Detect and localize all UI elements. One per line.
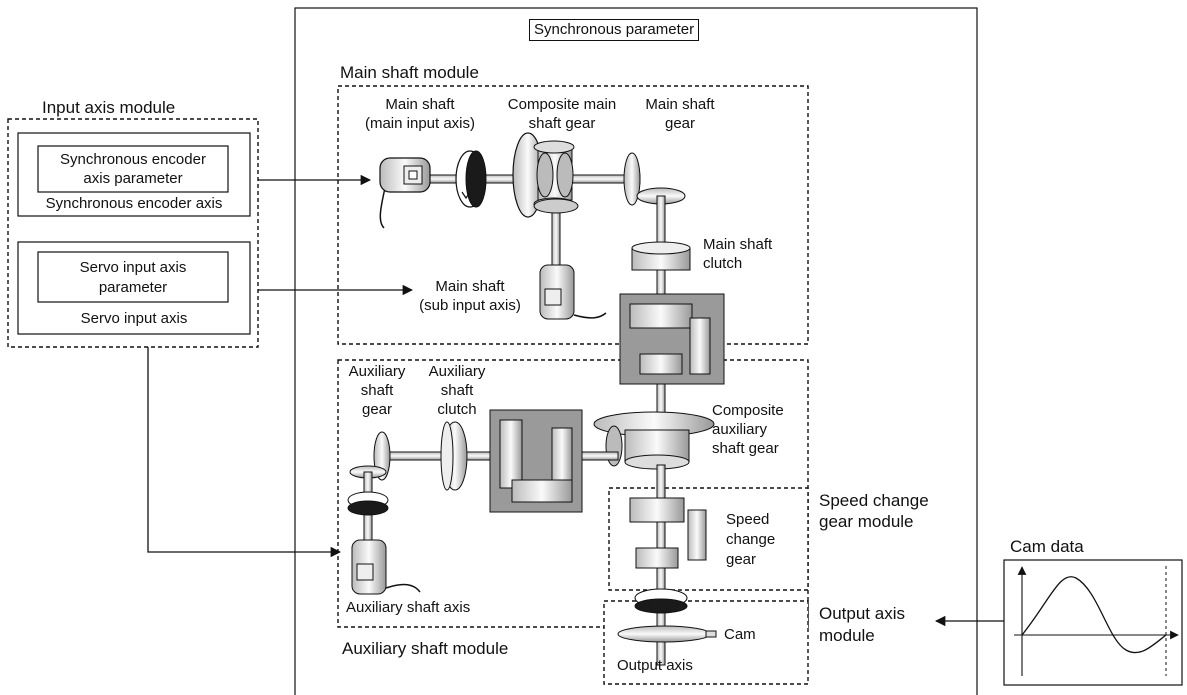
servo-param-box (37, 251, 229, 303)
encoder-icon (379, 157, 431, 229)
cam-disc-icon (617, 625, 717, 643)
composite-aux-label-1: Composite (712, 402, 784, 419)
gear-icon (629, 497, 707, 569)
rotation-arrow-icon (634, 588, 688, 614)
arrow-servo-to-auxiliary-axis (147, 347, 342, 558)
main-input-label-2: (main input axis) (364, 115, 476, 132)
composite-aux-label-3: shaft gear (712, 440, 779, 457)
aux-gear-label-2: shaft (360, 382, 394, 399)
gear-icon (499, 419, 573, 503)
speed-change-gear-label-3: gear (726, 551, 757, 568)
speed-change-module-heading-2: gear module (819, 512, 914, 531)
main-shaft-module-box (337, 85, 809, 345)
composite-main-gear-label-1: Composite main (507, 96, 617, 113)
main-shaft-gear-icon (623, 152, 686, 206)
main-input-label-1: Main shaft (385, 96, 455, 113)
main-shaft-gear-label-1: Main shaft (645, 96, 715, 113)
clutch-icon (440, 421, 468, 491)
cam-data-heading: Cam data (1010, 537, 1084, 556)
cam-curve (1021, 576, 1167, 654)
speed-change-gear-label-1: Speed (726, 511, 770, 528)
rotation-arrow-icon (455, 150, 487, 208)
servo-axis-box (17, 241, 251, 335)
composite-auxiliary-shaft-gear-icon (593, 411, 715, 470)
aux-clutch-label-2: shaft (440, 382, 474, 399)
output-axis-module-heading-2: module (819, 626, 875, 645)
main-shaft-gear-label-2: gear (664, 115, 696, 132)
encoder-axis-box (17, 132, 251, 217)
cam-data-graph (1003, 559, 1183, 686)
encoder-icon (351, 539, 421, 595)
sub-input-bevel-gear-icon (533, 198, 579, 214)
aux-clutch-label-3: clutch (437, 401, 477, 418)
clutch-icon (631, 241, 691, 271)
encoder-icon (539, 264, 607, 320)
sub-input-label-2: (sub input axis) (419, 297, 521, 314)
aux-clutch-label-1: Auxiliary (428, 363, 486, 380)
encoder-param-line2: axis parameter (83, 170, 183, 187)
sub-input-shaft (551, 204, 561, 266)
cam-label: Cam (724, 626, 756, 643)
composite-main-gear-label-2: shaft gear (528, 115, 596, 132)
main-shaft-module-heading: Main shaft module (340, 63, 479, 82)
gear-icon (629, 303, 711, 375)
synchronous-parameter-title: Synchronous parameter (529, 19, 700, 41)
input-axis-module-heading: Input axis module (42, 98, 176, 117)
encoder-param-box (37, 145, 229, 193)
speed-change-module-heading-1: Speed change (819, 491, 929, 510)
composite-aux-label-2: auxiliary (712, 421, 768, 438)
rotation-arrow-icon (347, 491, 389, 516)
output-axis-module-box (603, 600, 809, 685)
encoder-axis-label: Synchronous encoder axis (45, 195, 223, 212)
auxiliary-shaft-axis-label: Auxiliary shaft axis (346, 599, 471, 616)
main-shaft-clutch-label-2: clutch (703, 255, 743, 272)
auxiliary-shaft-module-heading: Auxiliary shaft module (342, 639, 509, 658)
output-axis-label: Output axis (617, 657, 693, 674)
output-axis-module-heading-1: Output axis (819, 604, 905, 623)
aux-gear-label-3: gear (361, 401, 393, 418)
input-axis-module-box (7, 118, 259, 348)
servo-param-line1: Servo input axis (79, 259, 187, 276)
main-shaft-clutch-label-1: Main shaft (703, 236, 773, 253)
aux-gear-label-1: Auxiliary (348, 363, 406, 380)
servo-param-line2: parameter (98, 279, 168, 296)
sub-input-label-1: Main shaft (435, 278, 505, 295)
servo-axis-label: Servo input axis (80, 310, 188, 327)
encoder-param-line1: Synchronous encoder (60, 151, 206, 168)
synchronous-parameter-frame (294, 7, 978, 695)
speed-change-gear-label-2: change (726, 531, 776, 548)
